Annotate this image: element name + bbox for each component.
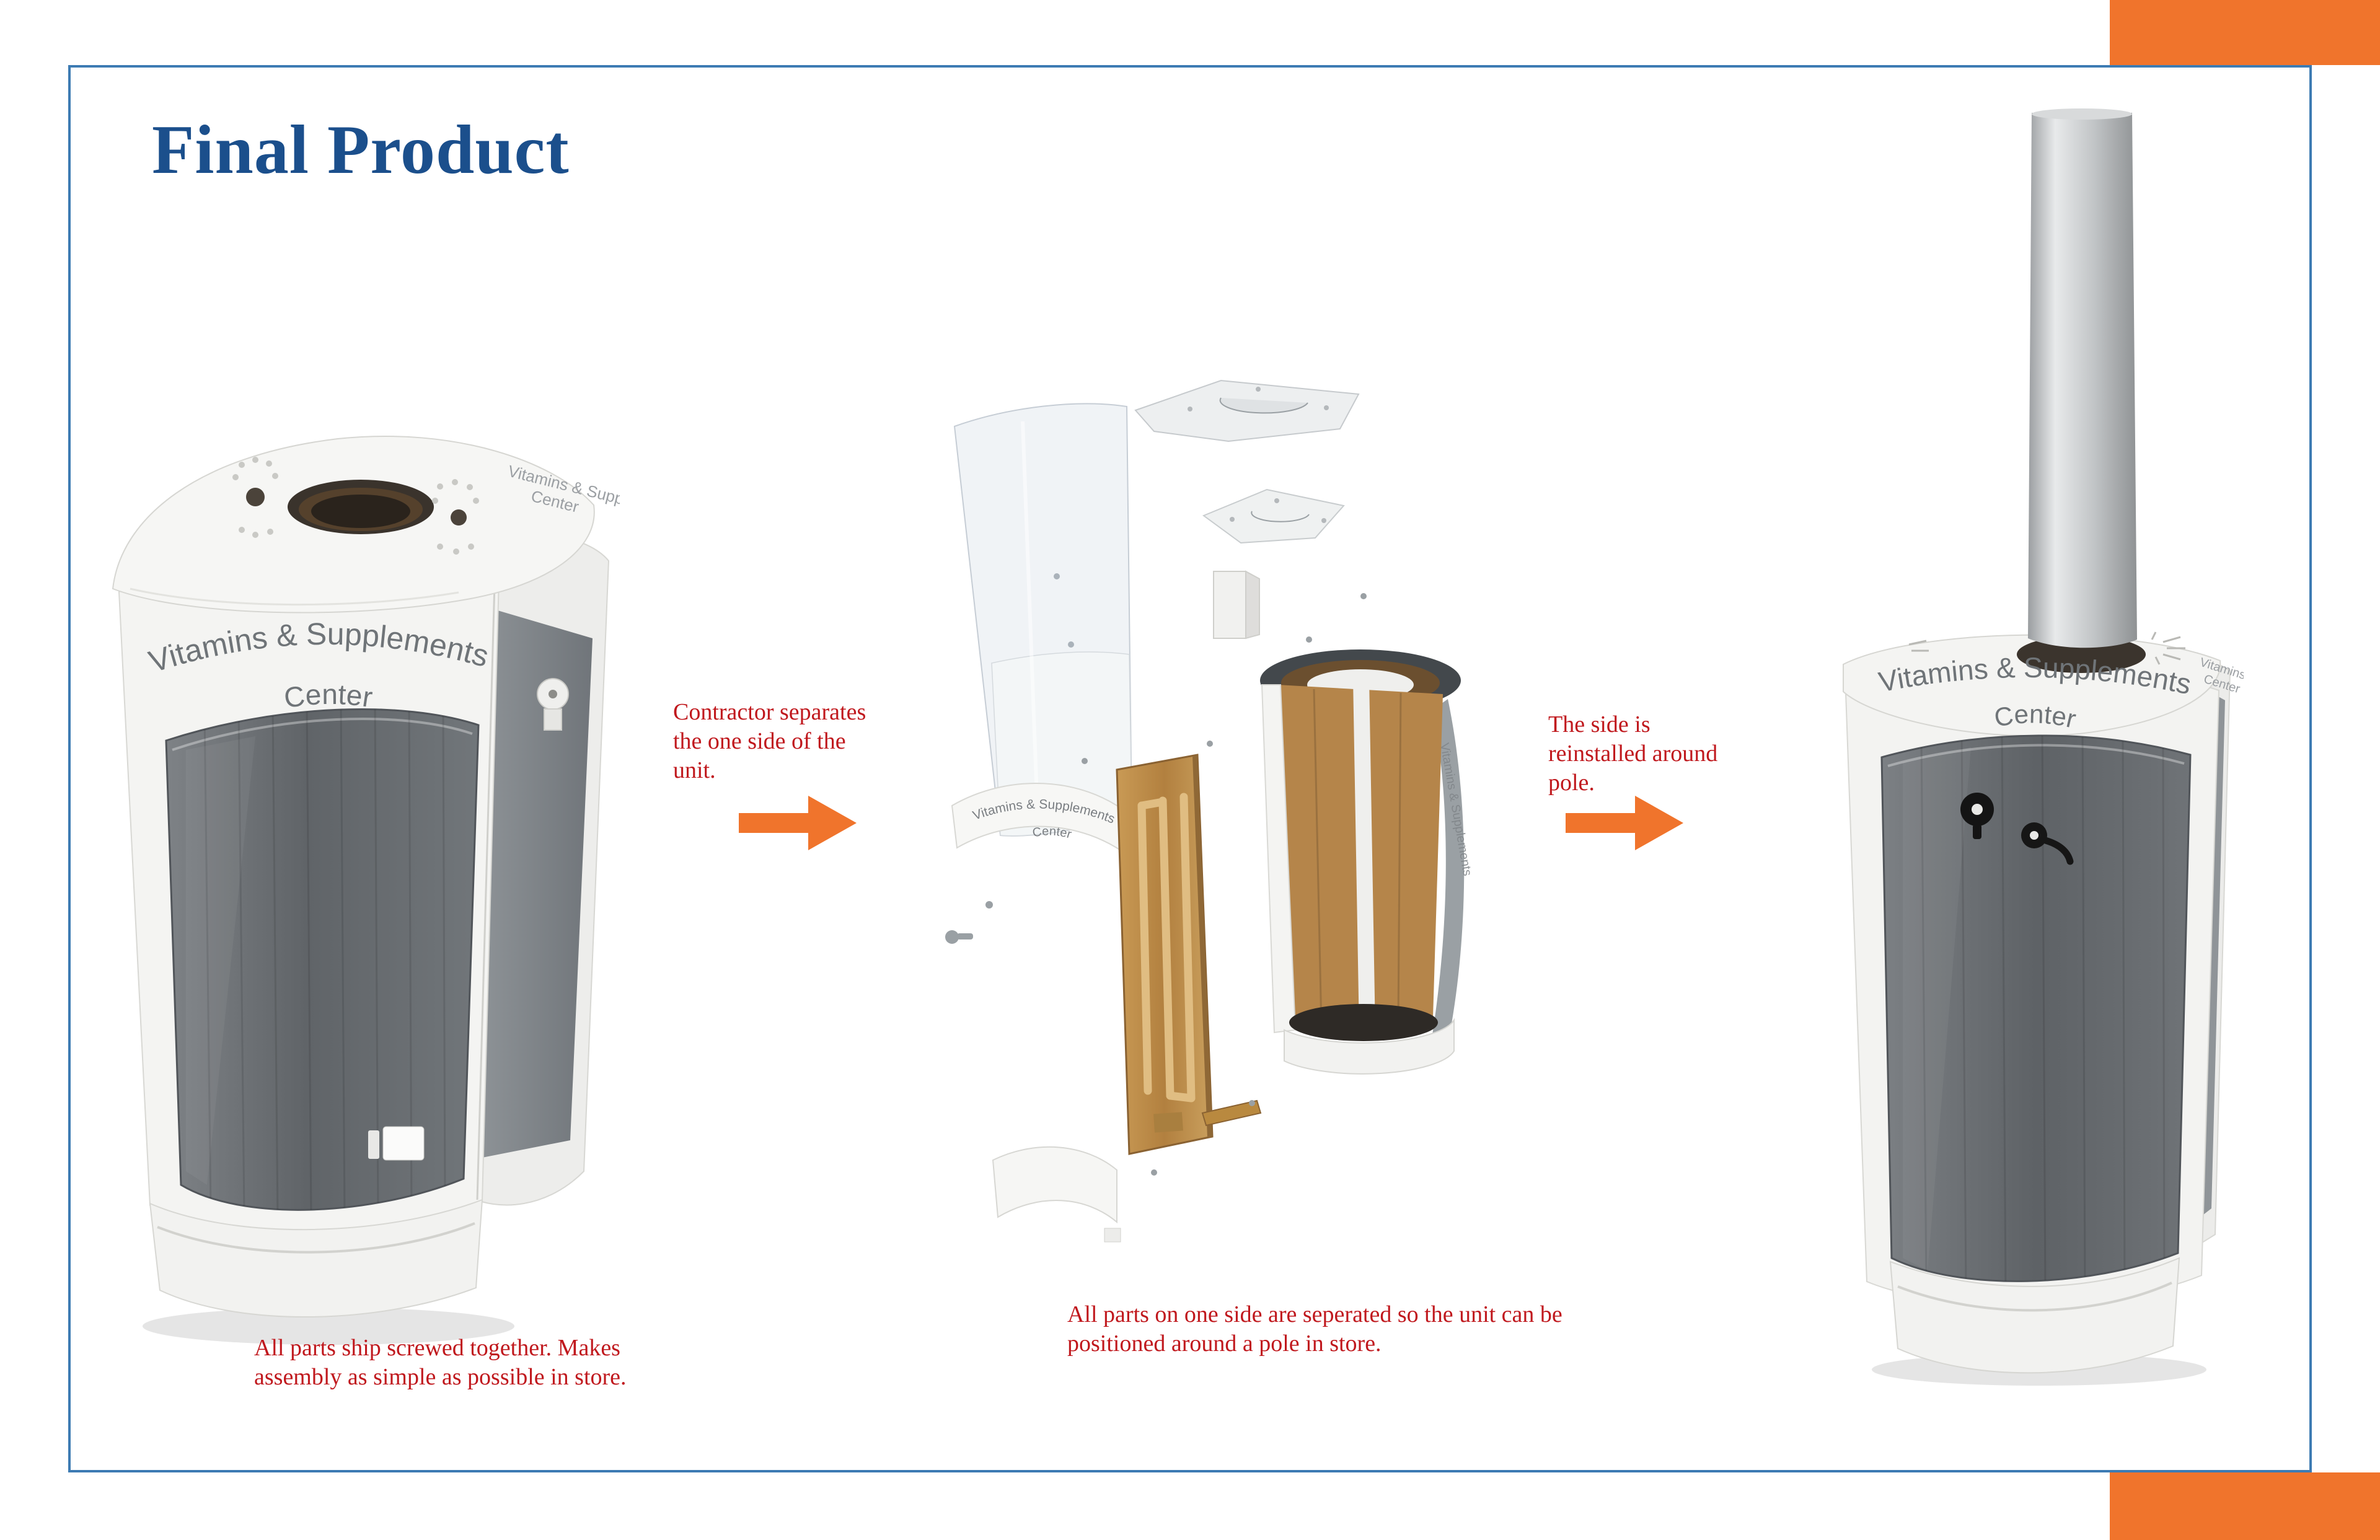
page-title: Final Product (152, 112, 570, 188)
side-bracket (537, 678, 569, 731)
step1-label: Contractor separates the one side of the… (673, 699, 866, 784)
unit-base (149, 1199, 483, 1318)
exploded-clear-panel (953, 403, 1133, 837)
unit-front-panel (1880, 734, 2192, 1282)
exploded-core-assembly: Vitamins & Supplements (1260, 649, 1474, 1075)
panel-card (382, 1126, 425, 1161)
exploded-top-plates (1134, 379, 1360, 544)
assembled-unit-illustration: Vitamins & Supplements Center Vitamins &… (112, 435, 620, 1345)
step2-label: The side is reinstalled around pole. (1548, 711, 1718, 796)
exploded-wood-strip (1201, 1099, 1262, 1127)
exploded-bracket (1213, 570, 1260, 640)
exploded-base-skirt (992, 1146, 1121, 1243)
unit-edge (476, 583, 496, 1200)
exploded-screws (945, 901, 993, 944)
unit-shadow (143, 1308, 514, 1345)
exploded-wood-lattice (1116, 754, 1214, 1155)
cap-vent-pattern (1908, 631, 2185, 665)
unit-front-panel (165, 708, 480, 1211)
display-hooks (1960, 793, 2074, 865)
unit-top-cap (112, 435, 595, 614)
installed-unit-illustration: Vitamins & Supplements Center Vitamins &… (1843, 108, 2244, 1386)
exploded-sign-band: Vitamins & Supplements Center (951, 783, 1130, 858)
step2-arrow-icon (1566, 794, 1683, 851)
step1-arrow-icon (739, 794, 857, 851)
assembled-unit-caption: All parts ship screwed together. Makes a… (254, 1335, 627, 1391)
svg-text:Center: Center (1031, 824, 1073, 842)
cap-vent-holes (232, 457, 479, 555)
corner-accent-bottom (2110, 1472, 2380, 1540)
exploded-fasteners (1082, 593, 1367, 1176)
corner-accent-top (2110, 0, 2380, 65)
svg-text:Center: Center (1992, 699, 2079, 734)
pole (2028, 108, 2137, 648)
exploded-view-illustration: Vitamins & Supplements Center (945, 379, 1474, 1243)
unit-base (1889, 1257, 2180, 1374)
svg-text:Center: Center (282, 678, 375, 715)
exploded-view-caption: All parts on one side are seperated so t… (1067, 1301, 1562, 1357)
